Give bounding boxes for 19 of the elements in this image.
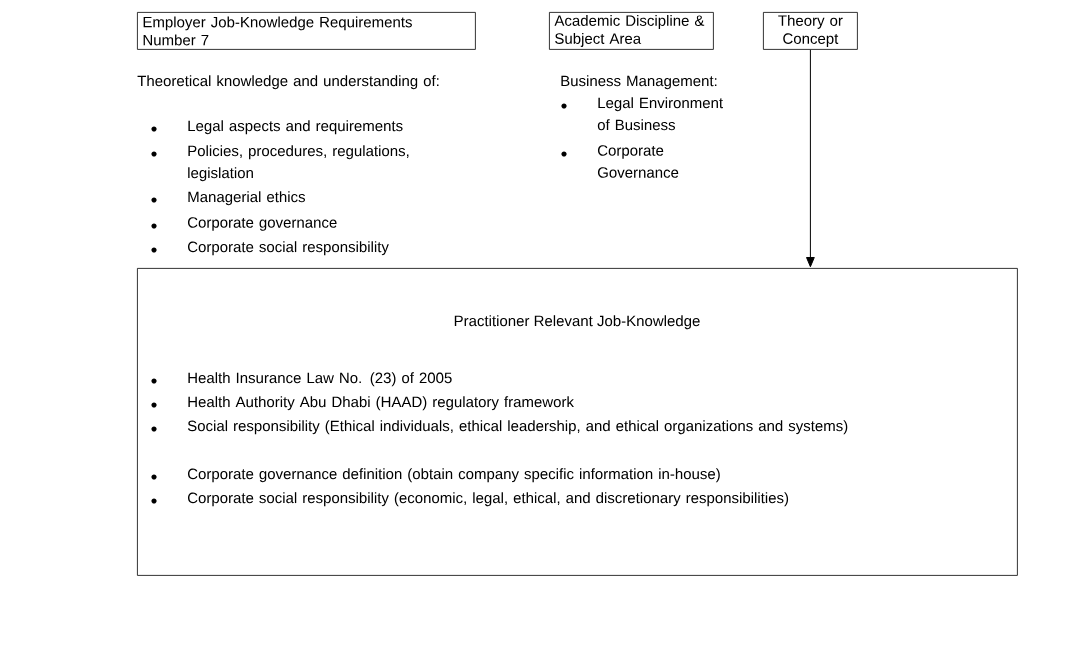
- list-item: Corporate governance definition (obtain company specific information in-house): [188, 468, 720, 483]
- list-item: Corporate governance: [188, 217, 337, 231]
- list-item: Health Authority Abu Dhabi (HAAD) regulatory framework: [188, 396, 574, 411]
- label-box: Theory or Concept: [763, 12, 858, 50]
- list-item: Social responsibility (Ethical individuals, ethical leadership, and ethical organizations and systems): [187, 420, 848, 435]
- list-item: Policies, procedures, regulations, legislation: [188, 145, 409, 182]
- list-item: Corporate social responsibility (economic, legal, ethical, and discretionary responsibilities): [188, 492, 789, 507]
- list-item: Legal Environment of Business: [597, 97, 723, 131]
- list-item: Managerial ethics: [188, 191, 305, 206]
- heading: Practitioner Relevant Job-Knowledge: [454, 315, 700, 330]
- text: Business Management:: [561, 75, 717, 90]
- list-item: Corporate Governance: [597, 145, 679, 178]
- arrow: [806, 49, 815, 268]
- label-box: Academic Discipline & Subject Area: [549, 12, 714, 50]
- text: Theoretical knowledge and understanding of:: [137, 75, 439, 90]
- list-item: Legal aspects and requirements: [188, 120, 403, 135]
- label-box: Employer Job-Knowledge Requirements Number 7: [137, 12, 476, 50]
- list-item: Health Insurance Law No. (23) of 2005: [188, 372, 452, 387]
- text-box: [137, 268, 1018, 576]
